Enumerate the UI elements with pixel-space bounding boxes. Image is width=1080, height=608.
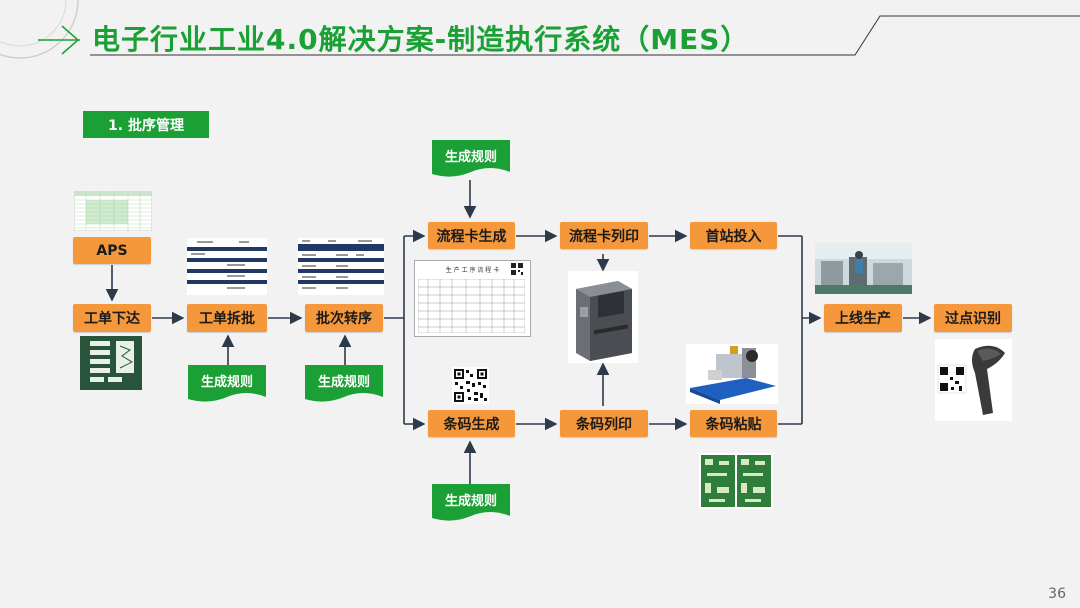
qr-code-icon — [452, 367, 489, 404]
page-number: 36 — [1048, 586, 1066, 602]
section-label: 1. 批序管理 — [83, 111, 209, 138]
split-batch-table-thumbnail — [187, 238, 267, 295]
first-station-box[interactable]: 首站投入 — [690, 222, 777, 249]
aps-box[interactable]: APS — [73, 237, 151, 264]
flow-card-print-box[interactable]: 流程卡列印 — [560, 222, 648, 249]
rule-label-top: 生成规则 — [444, 149, 497, 165]
work-order-form-thumbnail — [80, 336, 142, 390]
rule-label-transfer: 生成规则 — [317, 374, 370, 390]
aps-spreadsheet-thumbnail — [74, 191, 152, 231]
barcode-gen-box[interactable]: 条码生成 — [428, 410, 515, 437]
flow-card-doc-title: 生 产 工 序 流 程 卡 — [445, 267, 500, 274]
label-printer-image — [568, 271, 638, 363]
rule-flag-top: 生成规则 — [432, 140, 510, 180]
rule-label-bottom: 生成规则 — [444, 493, 497, 509]
pcb-image — [699, 453, 773, 509]
rule-flag-bottom: 生成规则 — [432, 484, 510, 524]
title-underline — [90, 15, 1080, 56]
flow-card-gen-box[interactable]: 流程卡生成 — [428, 222, 515, 249]
barcode-paste-box[interactable]: 条码粘贴 — [690, 410, 777, 437]
production-line-image — [815, 243, 912, 294]
rule-flag-transfer: 生成规则 — [305, 365, 383, 405]
work-order-split-box[interactable]: 工单拆批 — [187, 304, 267, 332]
barcode-scanner-image — [935, 339, 1012, 421]
flow-card-document-thumbnail: 生 产 工 序 流 程 卡 — [414, 260, 531, 337]
batch-transfer-table-thumbnail — [298, 238, 384, 295]
batch-transfer-box[interactable]: 批次转序 — [305, 304, 383, 332]
page-title: 电子行业工业4.0解决方案-制造执行系统（MES） — [92, 23, 750, 56]
pass-station-box[interactable]: 过点识别 — [934, 304, 1012, 332]
rule-label-split: 生成规则 — [200, 374, 253, 390]
corner-decoration — [0, 0, 80, 59]
work-order-issue-box[interactable]: 工单下达 — [73, 304, 151, 332]
flow-card-qr-icon — [511, 263, 523, 275]
barcode-print-box[interactable]: 条码列印 — [560, 410, 648, 437]
labeling-machine-image — [686, 344, 778, 404]
rule-flag-split: 生成规则 — [188, 365, 266, 405]
online-production-box[interactable]: 上线生产 — [824, 304, 902, 332]
